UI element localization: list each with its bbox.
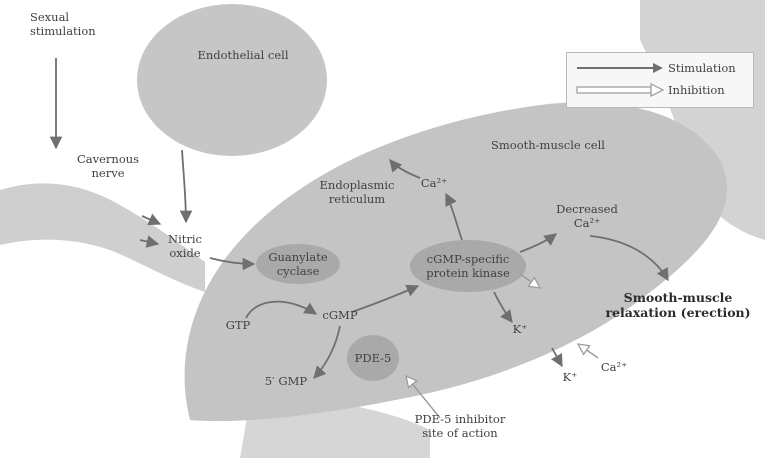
cavernous-nerve-label: Cavernous nerve bbox=[68, 152, 148, 180]
ca-top-label: Ca²⁺ bbox=[414, 176, 454, 190]
cgmp-label: cGMP bbox=[316, 308, 364, 322]
legend-stimulation-row: Stimulation bbox=[575, 59, 751, 79]
nitric-oxide-label: Nitric oxide bbox=[160, 232, 210, 260]
sexual-stimulation-label: Sexual stimulation bbox=[30, 10, 96, 38]
five-gmp-label: 5′ GMP bbox=[258, 374, 314, 388]
cgmp-kinase-label: cGMP-specific protein kinase bbox=[412, 252, 524, 280]
endothelial-cell-label: Endothelial cell bbox=[188, 48, 298, 62]
endoplasmic-reticulum-label: Endoplasmic reticulum bbox=[312, 178, 402, 206]
legend-inhibition-label: Inhibition bbox=[668, 83, 725, 97]
inhibition-arrow-ca-channel bbox=[578, 344, 598, 358]
pde5-label: PDE-5 bbox=[348, 351, 398, 365]
arrow-endothelial-to-no bbox=[182, 150, 186, 222]
inhibition-arrow-icon bbox=[575, 83, 665, 97]
endothelial-cell bbox=[137, 4, 327, 156]
stimulation-arrow-icon bbox=[575, 61, 665, 75]
decreased-ca-label: Decreased Ca²⁺ bbox=[548, 202, 626, 230]
inhibitor-site-label: PDE-5 inhibitor site of action bbox=[398, 412, 522, 440]
gtp-label: GTP bbox=[218, 318, 258, 332]
arrow-k-outward bbox=[552, 348, 562, 366]
ca-outer-label: Ca²⁺ bbox=[594, 360, 634, 374]
smooth-muscle-cell-label: Smooth-muscle cell bbox=[478, 138, 618, 152]
relaxation-label: Smooth-muscle relaxation (erection) bbox=[598, 290, 758, 320]
k-outer-label: K⁺ bbox=[556, 370, 584, 384]
legend-inhibition-row: Inhibition bbox=[575, 81, 751, 101]
legend: Stimulation Inhibition bbox=[566, 52, 754, 108]
guanylate-cyclase-label: Guanylate cyclase bbox=[256, 250, 340, 278]
legend-stimulation-label: Stimulation bbox=[668, 61, 736, 75]
k-inner-label: K⁺ bbox=[506, 322, 534, 336]
